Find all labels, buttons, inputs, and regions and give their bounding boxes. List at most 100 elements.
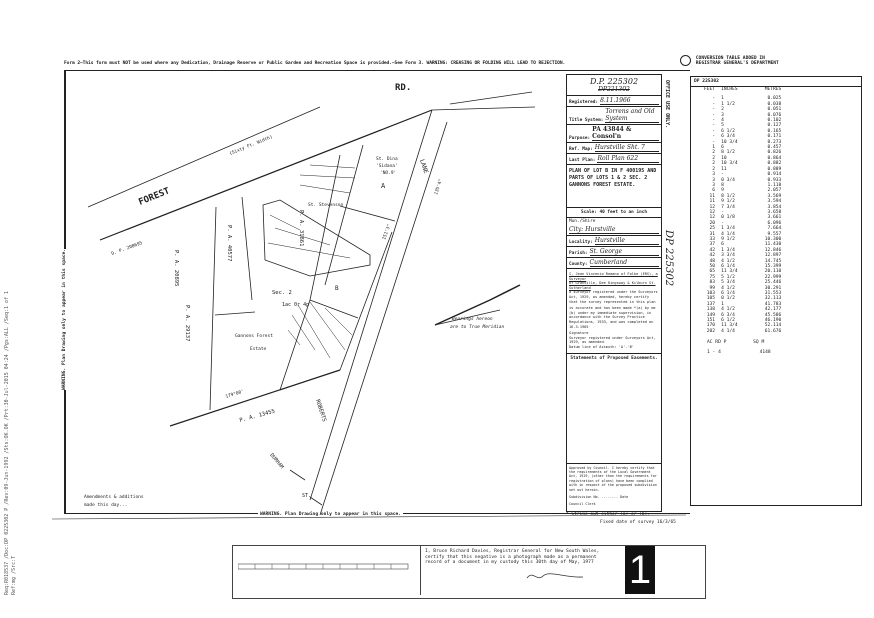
conversion-feet: 31: [709, 231, 716, 237]
easements-heading: Statements of Proposed Easements.: [567, 354, 661, 464]
council-clerk-label: Council Clerk: [569, 502, 596, 507]
conversion-feet: 42: [709, 247, 716, 253]
label-amendments-1: Amendments & additions: [84, 494, 144, 500]
conversion-feet: 1: [712, 145, 716, 151]
label-pa-29137: P. A. 29137: [184, 305, 190, 341]
scale: Scale: 40 feet to an inch: [567, 208, 661, 218]
registrar-seal-icon: [680, 55, 691, 66]
conversion-inches: 10 3/4: [721, 139, 738, 145]
conversion-feet: -: [712, 123, 716, 129]
office-use-only: OFFICE USE ONLY.: [664, 80, 670, 129]
mun-value: City: Hurstville: [569, 226, 659, 234]
forest-rd-east: [431, 106, 536, 111]
conversion-metres: 0.914: [767, 172, 782, 178]
conversion-metres: 0.127: [767, 123, 782, 129]
conversion-feet: 11: [709, 193, 716, 199]
lot-boundary: [279, 369, 341, 391]
conversion-feet: 12: [709, 204, 716, 210]
label-durham: DURHAM: [268, 452, 284, 470]
conversion-feet: -: [712, 128, 716, 134]
conversion-metres: 12.846: [764, 247, 782, 253]
conversion-inches: 9 1/2: [721, 236, 735, 242]
conversion-metres: 1.118: [767, 182, 782, 188]
conversion-inches: 9: [721, 188, 724, 194]
forest-rd-east-north: [449, 91, 533, 105]
conversion-inches: 4: [721, 118, 724, 124]
conversion-dp: DP 225302: [691, 77, 861, 87]
conversion-heading: CONVERSION TABLE ADDED IN REGISTRAR GENE…: [680, 55, 860, 66]
conversion-inches: 10: [721, 155, 727, 161]
conversion-feet: 42: [709, 253, 716, 259]
label-pa-31861: P. A. 31861: [298, 210, 304, 246]
registrar-certificate: I, Bruce Richard Davies, Registrar Gener…: [420, 545, 610, 595]
hatched-parcel: [262, 199, 371, 277]
surveyor-name: I, Jean Vincenio Romano of Folke (ERS), …: [569, 272, 658, 281]
conversion-inches: 6 3/4: [721, 312, 735, 318]
conversion-metres: 0.051: [767, 107, 782, 113]
lot-boundary: [339, 231, 393, 371]
label-lot-b: B: [335, 285, 339, 292]
top-warning: Form 2—This form must NOT be used where …: [64, 61, 566, 66]
parish-row: Parish:St. George: [567, 247, 661, 258]
conversion-inches: 11: [721, 166, 727, 172]
conversion-feet: 25: [709, 226, 716, 232]
conversion-metres: 14.745: [764, 258, 782, 264]
locality-label: Locality:: [569, 240, 593, 245]
conversion-metres: 45.586: [764, 312, 782, 318]
surveyor-statement: a surveyor registered under the Surveyor…: [569, 290, 658, 304]
conversion-metres: 7.664: [767, 226, 782, 232]
conversion-feet: 83: [709, 280, 716, 286]
forest-rd-north-alignment: [87, 106, 321, 208]
north-arrow: [434, 284, 521, 326]
conversion-inches: 4 1/4: [721, 231, 735, 237]
county-label: County:: [569, 262, 588, 267]
conversion-feet: 11: [709, 199, 716, 205]
county-value: Cumberland: [589, 259, 659, 267]
conversion-metres: 3.569: [767, 193, 782, 199]
label-area: 1ac 0r 4p: [282, 302, 309, 308]
parish-label: Parish:: [569, 251, 588, 256]
lane-boundary: [309, 109, 433, 501]
conversion-feet: 20: [709, 220, 716, 226]
conversion-metres: 0.076: [767, 112, 782, 118]
conversion-metres: 31.553: [764, 291, 782, 297]
bottom-dimension-arrow: [51, 514, 687, 520]
conversion-inches: 1: [721, 96, 724, 102]
conversion-inches: 6 1/2: [721, 128, 735, 134]
county-row: County:Cumberland: [567, 258, 661, 269]
conversion-inches: 8 1/2: [721, 150, 735, 156]
col-inches: INCHES: [721, 87, 738, 92]
col-feet: FEET: [704, 87, 716, 92]
conversion-feet: -: [712, 96, 716, 102]
conversion-metres: 0.273: [767, 139, 782, 145]
lot-boundary: [279, 299, 311, 391]
conversion-feet: 137: [706, 301, 716, 307]
locality-value: Hurstville: [594, 237, 659, 245]
microfilm-strip: [232, 545, 706, 599]
conversion-inches: 11 3/4: [721, 269, 738, 275]
conversion-row: 3-0.914: [701, 172, 784, 177]
conversion-inches: 5: [721, 123, 724, 129]
label-bearing-dim: 179°00': [225, 389, 245, 400]
label-road-width: (Sixty Ft. Width): [229, 134, 274, 157]
conversion-metres: 0.933: [767, 177, 782, 183]
conversion-feet: 99: [709, 285, 716, 291]
area-conversion: AC RD P SQ M 1 - 4 4148: [707, 340, 861, 355]
lot-boundary: [339, 205, 396, 222]
conversion-feet: 103: [706, 291, 716, 297]
date-label: Date: [620, 494, 629, 499]
label-dp-208695: D. P. 208695: [111, 240, 144, 257]
lot-boundary: [241, 196, 253, 301]
conversion-feet: -: [712, 107, 716, 113]
last-plan-row: Last Plan:Roll Plan 622: [567, 154, 661, 165]
